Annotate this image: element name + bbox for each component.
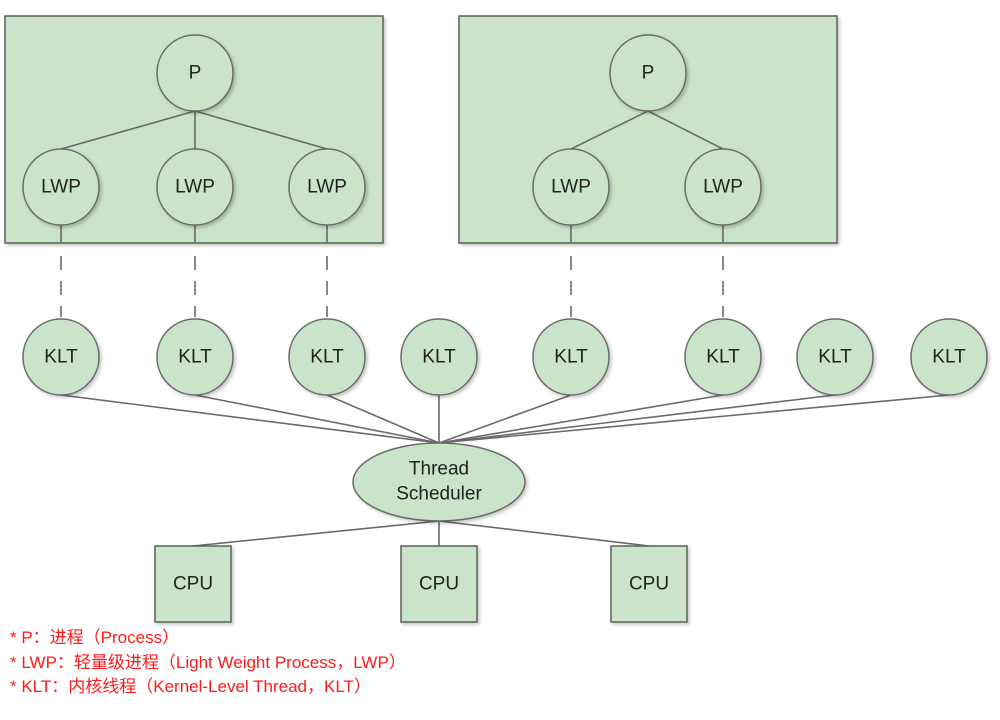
klt-scheduler-edge — [194, 394, 440, 444]
thread-scheduler-node: Thread Scheduler — [352, 442, 526, 522]
klt-node: KLT — [532, 318, 610, 396]
cpu-node: CPU — [610, 545, 688, 623]
process-lwp-edge — [570, 110, 649, 150]
process-node: P — [609, 34, 687, 112]
klt-node: KLT — [156, 318, 234, 396]
klt-label: KLT — [178, 347, 212, 368]
cpu-label: CPU — [173, 574, 213, 595]
klt-label: KLT — [422, 347, 456, 368]
lwp-node: LWP — [156, 148, 234, 226]
lwp-label: LWP — [703, 177, 743, 198]
klt-label: KLT — [706, 347, 740, 368]
klt-scheduler-edge — [438, 394, 724, 444]
klt-node: KLT — [796, 318, 874, 396]
klt-node: KLT — [288, 318, 366, 396]
lwp-label: LWP — [551, 177, 591, 198]
klt-node: KLT — [22, 318, 100, 396]
cpu-node: CPU — [154, 545, 232, 623]
lwp-label: LWP — [41, 177, 81, 198]
lwp-node: LWP — [684, 148, 762, 226]
cpu-label: CPU — [419, 574, 459, 595]
cpu-label: CPU — [629, 574, 669, 595]
process-label: P — [642, 63, 655, 84]
legend-item-lwp: * LWP：轻量级进程（Light Weight Process，LWP） — [10, 652, 406, 672]
klt-node: KLT — [400, 318, 478, 396]
klt-scheduler-edge — [438, 394, 950, 444]
scheduler-cpu-edge — [192, 520, 440, 547]
lwp-label: LWP — [175, 177, 215, 198]
klt-node: KLT — [910, 318, 988, 396]
cpu-node: CPU — [400, 545, 478, 623]
process-lwp-edge — [647, 110, 724, 150]
klt-node: KLT — [684, 318, 762, 396]
klt-label: KLT — [818, 347, 852, 368]
process-node: P — [156, 34, 234, 112]
process-label: P — [189, 63, 202, 84]
lwp-node: LWP — [532, 148, 610, 226]
scheduler-label-line1: Thread — [409, 459, 469, 480]
legend-item-process: * P：进程（Process） — [10, 628, 180, 647]
scheduler-label-line2: Scheduler — [396, 484, 482, 505]
process-lwp-edge — [194, 110, 328, 150]
lwp-node: LWP — [288, 148, 366, 226]
klt-scheduler-edge — [326, 394, 440, 444]
lwp-label: LWP — [307, 177, 347, 198]
process-lwp-edge — [60, 110, 196, 150]
legend-item-klt: * KLT：内核线程（Kernel-Level Thread，KLT） — [10, 677, 371, 696]
lwp-node: LWP — [22, 148, 100, 226]
klt-scheduler-edge — [438, 394, 572, 444]
klt-scheduler-edge — [438, 394, 836, 444]
klt-scheduler-edge — [60, 394, 440, 444]
scheduler-cpu-edge — [438, 520, 650, 547]
klt-label: KLT — [932, 347, 966, 368]
klt-label: KLT — [44, 347, 78, 368]
legend: * P：进程（Process） * LWP：轻量级进程（Light Weight… — [10, 626, 406, 700]
klt-label: KLT — [310, 347, 344, 368]
klt-label: KLT — [554, 347, 588, 368]
